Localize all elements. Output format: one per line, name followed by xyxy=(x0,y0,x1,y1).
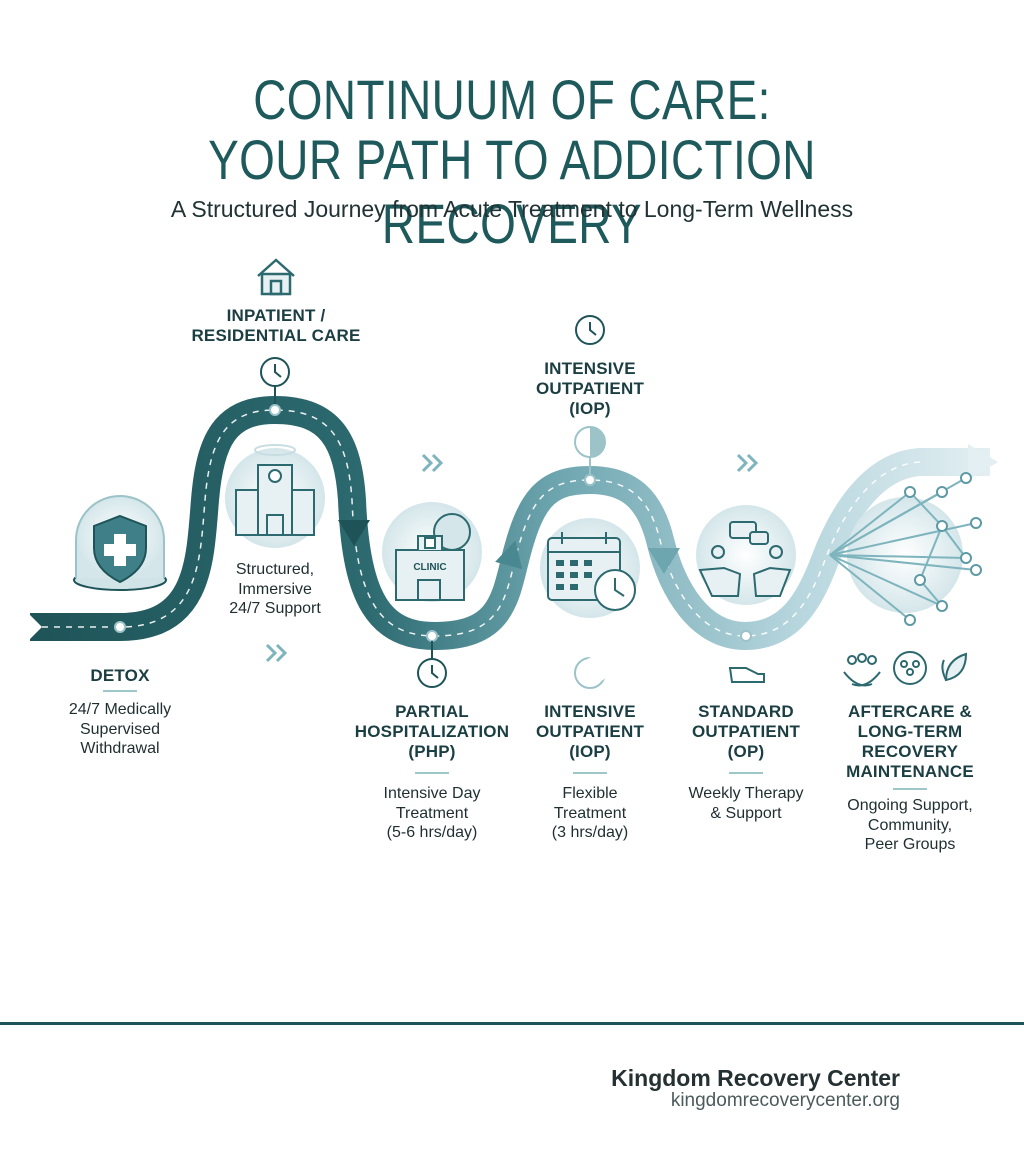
brand-url[interactable]: kingdomrecoverycenter.org xyxy=(670,1090,900,1111)
divider xyxy=(893,788,927,790)
shield-plus-icon xyxy=(73,495,167,591)
clinic-icon xyxy=(395,535,465,601)
footer-divider xyxy=(0,1022,1024,1025)
moon-icon xyxy=(574,656,609,689)
page-title-line-2: YOUR PATH TO ADDICTION RECOVERY xyxy=(208,128,816,255)
leaf-icon xyxy=(941,652,968,682)
path-end-arrow xyxy=(968,444,998,480)
divider xyxy=(573,772,607,774)
divider xyxy=(729,772,763,774)
chevron-right-icon xyxy=(265,453,759,663)
hospital-icon xyxy=(235,464,315,536)
house-icon xyxy=(257,258,295,296)
page-title-line-1: CONTINUUM OF CARE: xyxy=(253,68,771,131)
stage-desc-aftercare: Ongoing Support,Community,Peer Groups xyxy=(847,797,973,853)
divider xyxy=(415,772,449,774)
community-hands-icon xyxy=(843,653,881,687)
clock-icon xyxy=(417,641,447,688)
stage-title-detox: DETOX xyxy=(90,666,150,685)
care-path-diagram: CLINIC xyxy=(28,258,998,689)
journey-path xyxy=(30,396,990,650)
network-bubble xyxy=(847,497,963,613)
therapy-session-icon xyxy=(698,521,792,597)
clinic-sign: CLINIC xyxy=(413,562,446,573)
moon-icon xyxy=(574,426,606,475)
network-icon xyxy=(829,477,977,621)
calendar-clock-icon xyxy=(547,532,636,611)
page-subtitle: A Structured Journey from Acute Treatmen… xyxy=(170,196,854,222)
couch-icon xyxy=(728,667,765,683)
group-circle-icon xyxy=(893,651,927,685)
stage-desc-op: Weekly Therapy& Support xyxy=(688,785,804,822)
divider xyxy=(103,690,137,692)
clock-icon xyxy=(575,315,605,345)
brand-name: Kingdom Recovery Center xyxy=(611,1065,900,1091)
stage-title-inpatient: INPATIENT /RESIDENTIAL CARE xyxy=(191,306,361,345)
clock-icon xyxy=(260,357,290,404)
